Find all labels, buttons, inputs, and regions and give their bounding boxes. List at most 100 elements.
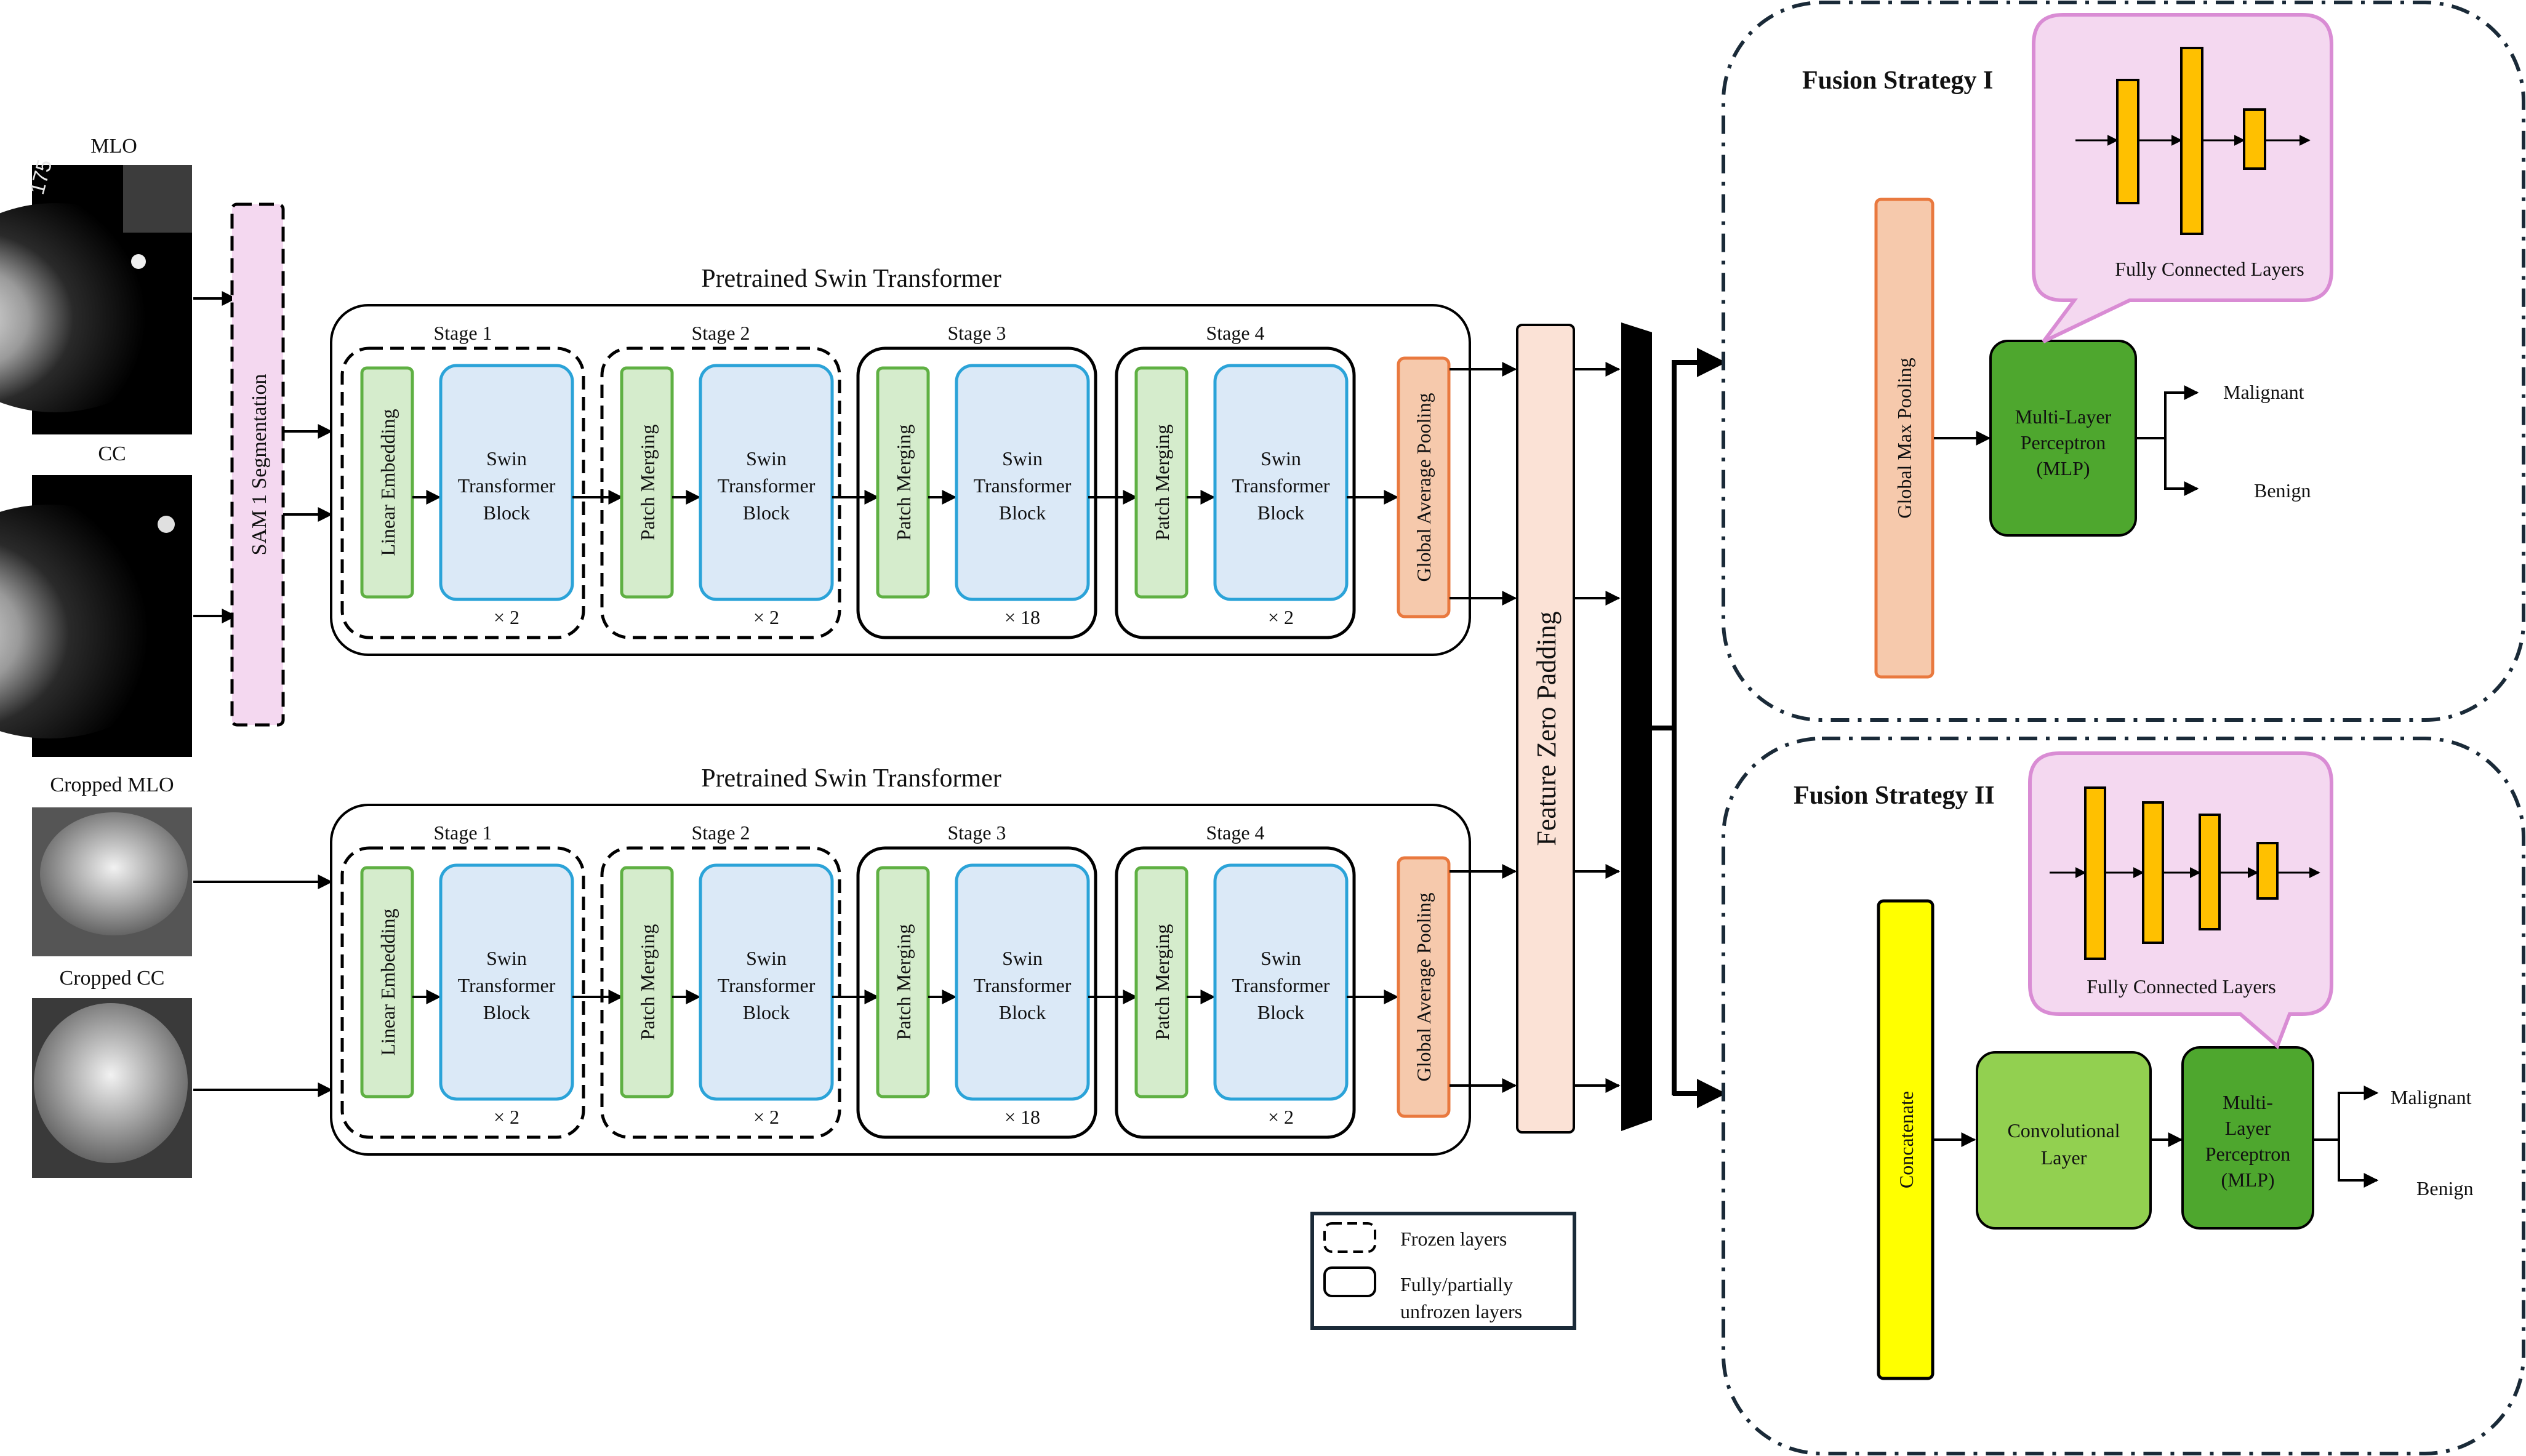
fc-bar (2256, 842, 2279, 900)
swin-top-stage-1-block-line-3: Block (483, 502, 530, 524)
swin-bot-stage-1-multiplier: × 2 (494, 1106, 519, 1128)
swin-bot-stage-1-block-line-3: Block (483, 1001, 530, 1023)
fc-bar (2180, 47, 2203, 235)
swin-top-stage-4-block-line-1: Swin (1261, 447, 1301, 470)
swin-bot-stage-1-embed-label: Linear Embedding (377, 908, 399, 1055)
swin-top-gap-label: Global Average Pooling (1413, 393, 1435, 582)
branch-connector (1652, 348, 1726, 1108)
swin-bot-stage-4-embed-label: Patch Merging (1151, 924, 1173, 1041)
swin-bot-stage-1-label: Stage 1 (433, 822, 492, 844)
swin-bot-stage-3-block-line-3: Block (999, 1001, 1046, 1023)
fc-bar (2199, 814, 2221, 930)
fusion2-title: Fusion Strategy II (1794, 782, 1995, 810)
swin-bot-stage-1-swin-block (439, 863, 574, 1101)
fusion1-mlp-line2: Perceptron (2021, 431, 2106, 454)
swin-bot-stage-3-block-line-1: Swin (1002, 947, 1043, 969)
fc-bar (2084, 786, 2106, 960)
fusion2-fc-callout: Fully Connected Layers (2028, 751, 2333, 1050)
fusion2-malignant: Malignant (2391, 1086, 2472, 1108)
swin-top-stage-3-box (856, 346, 1097, 639)
swin-top-stage-1-box (340, 346, 585, 639)
swin-top-stage-3-embed-label: Patch Merging (892, 425, 915, 541)
swin-bot-global-average-pooling (1397, 856, 1451, 1118)
legend-frozen-swatch (1323, 1222, 1376, 1253)
swin-top-stage-1-linear-embedding (360, 366, 414, 599)
fusion1-malignant: Malignant (2223, 381, 2304, 403)
fusion2-fc-label: Fully Connected Layers (2087, 975, 2275, 998)
fusion2-mlp: Multi- Layer Perceptron (MLP) (2181, 1046, 2314, 1230)
swin-bot-stage-4-patch-merging (1134, 866, 1189, 1098)
swin-top-stage-3-multiplier: × 18 (1004, 606, 1040, 628)
fusion2-conv-line1: Convolutional (2007, 1119, 2120, 1142)
mlo-label: MLO (90, 135, 137, 158)
swin-top-stage-1-block-line-1: Swin (486, 447, 527, 470)
cc-label: CC (98, 442, 126, 465)
swin-top-stage-4-embed-label: Patch Merging (1151, 425, 1173, 541)
swin-bot-title: Pretrained Swin Transformer (701, 764, 1001, 793)
swin-bot-stage-2-swin-block (699, 863, 834, 1101)
swin-top-stage-3-block-line-2: Transformer (974, 474, 1072, 497)
swin-top-stage-2-block-line-2: Transformer (718, 474, 816, 497)
sam-label: SAM 1 Segmentation (248, 374, 271, 556)
swin-bot-stage-3-patch-merging (876, 866, 930, 1098)
swin-top-stage-4-block-line-3: Block (1257, 502, 1304, 524)
fusion-strategy-1: Fusion Strategy I Global Max Pooling Mul… (1722, 1, 2525, 722)
swin-bot-stage-2-box (600, 846, 841, 1139)
swin-bot-stage-3-embed-label: Patch Merging (892, 924, 915, 1041)
fusion1-mlp: Multi-Layer Perceptron (MLP) (1989, 340, 2137, 537)
swin-bot-stage-2-embed-label: Patch Merging (636, 924, 659, 1041)
fusion2-concat-label: Concatenate (1895, 1091, 1917, 1188)
fusion-funnel-bar (1621, 322, 1652, 1131)
cc-image (0, 475, 192, 757)
swin-bot-stage-1-block-line-2: Transformer (458, 974, 556, 996)
swin-bot-stage-2-block-line-1: Swin (746, 947, 787, 969)
swin-bot-stage-3-block-line-2: Transformer (974, 974, 1072, 996)
feature-zero-padding-block: Feature Zero Padding (1516, 324, 1575, 1134)
swin-bot-stage-2-block-line-3: Block (743, 1001, 790, 1023)
fusion2-mlp-line2: Layer (2225, 1117, 2271, 1139)
input-images: MLO 175 CC Cropped MLO Cropped CC (0, 135, 192, 1178)
swin-bot-stage-4-block-line-2: Transformer (1232, 974, 1330, 996)
fusion1-fc-label: Fully Connected Layers (2115, 258, 2304, 280)
feature-zero-padding-label: Feature Zero Padding (1531, 611, 1562, 846)
legend-unfrozen-swatch (1323, 1266, 1376, 1297)
fusion1-title: Fusion Strategy I (1802, 66, 1993, 95)
swin-bot-stage-3-box (856, 846, 1097, 1139)
fusion2-mlp-line3: Perceptron (2205, 1143, 2291, 1165)
swin-top-stage-2-box (600, 346, 841, 639)
swin-bot-stage-1-box (340, 846, 585, 1139)
swin-bot-stage-4-block-line-3: Block (1257, 1001, 1304, 1023)
legend-frozen-label: Frozen layers (1400, 1228, 1507, 1250)
cropped-cc-label: Cropped CC (60, 967, 165, 990)
sam-segmentation-block: SAM 1 Segmentation (230, 202, 285, 727)
fusion2-conv-line2: Layer (2041, 1146, 2087, 1169)
fusion1-mlp-line1: Multi-Layer (2015, 406, 2112, 428)
swin-top-stage-3-block-line-1: Swin (1002, 447, 1043, 470)
swin-top-stage-1-block-line-2: Transformer (458, 474, 556, 497)
swin-top-stage-2-label: Stage 2 (691, 322, 750, 344)
swin-bot-stage-2-multiplier: × 2 (753, 1106, 779, 1128)
legend-unfrozen-line1: Fully/partially (1400, 1273, 1513, 1295)
swin-bot-stage-4-label: Stage 4 (1206, 822, 1264, 844)
fusion2-benign: Benign (2416, 1177, 2473, 1199)
swin-bot-stage-2-patch-merging (620, 866, 674, 1098)
swin-top-stage-1-label: Stage 1 (433, 322, 492, 344)
cropped-cc-image (32, 998, 192, 1178)
swin-top-stage-3-block-line-3: Block (999, 502, 1046, 524)
swin-bot-stage-1-linear-embedding (360, 866, 414, 1098)
swin-top-stage-4-label: Stage 4 (1206, 322, 1264, 344)
swin-top-global-average-pooling (1397, 356, 1451, 618)
cropped-mlo-label: Cropped MLO (50, 774, 174, 796)
swin-top-title: Pretrained Swin Transformer (701, 265, 1001, 293)
swin-bot-stage-4-block-line-1: Swin (1261, 947, 1301, 969)
swin-top-stage-4-patch-merging (1134, 366, 1189, 599)
swin-top-stage-3-label: Stage 3 (947, 322, 1006, 344)
fusion1-fc-callout: Fully Connected Layers (2032, 13, 2333, 343)
swin-top-stage-1-embed-label: Linear Embedding (377, 409, 399, 556)
fusion2-outputs: Malignant Benign (2314, 1086, 2473, 1199)
input-arrows (193, 291, 333, 1097)
fusion1-benign: Benign (2254, 479, 2311, 502)
swin-top-stage-1-swin-block (439, 364, 574, 601)
legend: Frozen layers Fully/partially unfrozen l… (1310, 1212, 1576, 1330)
